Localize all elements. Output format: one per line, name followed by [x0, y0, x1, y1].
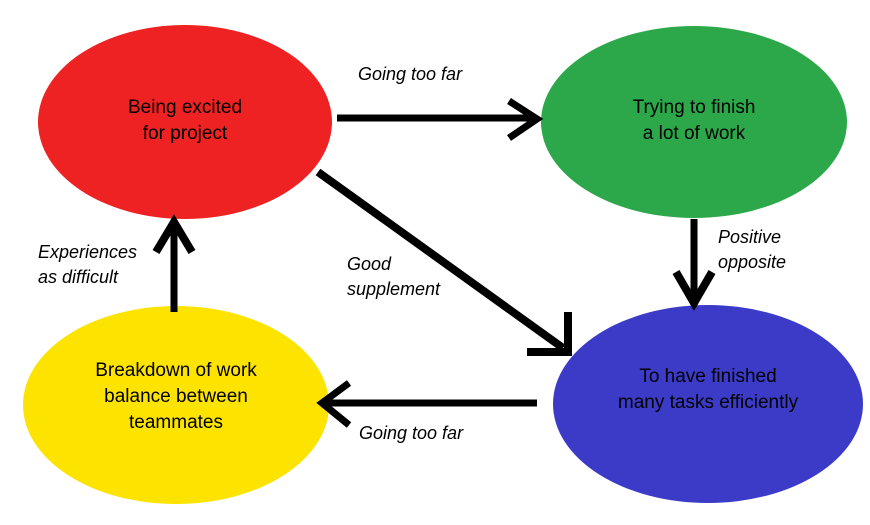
- edge-label-good-supplement: Good supplement: [347, 254, 441, 299]
- arrow-excited-to-finish-work: [337, 98, 544, 141]
- node-finish-work-shape[interactable]: [541, 26, 847, 218]
- edge-label-experiences-as-difficult: Experiences as difficult: [38, 242, 138, 287]
- arrow-excited-to-finished-tasks: [315, 168, 572, 356]
- arrow-finish-work-to-finished-tasks: [672, 219, 716, 311]
- arrow-breakdown-to-excited: [152, 214, 196, 312]
- node-excited-shape[interactable]: [38, 25, 332, 219]
- arrow-finished-tasks-to-breakdown: [316, 380, 537, 428]
- node-finished-tasks-shape[interactable]: [553, 305, 863, 503]
- edge-label-going-too-far-bottom: Going too far: [359, 423, 464, 443]
- node-breakdown-shape[interactable]: [23, 306, 329, 504]
- edge-label-positive-opposite: Positive opposite: [718, 227, 787, 272]
- edge-label-going-too-far-top: Going too far: [358, 64, 463, 84]
